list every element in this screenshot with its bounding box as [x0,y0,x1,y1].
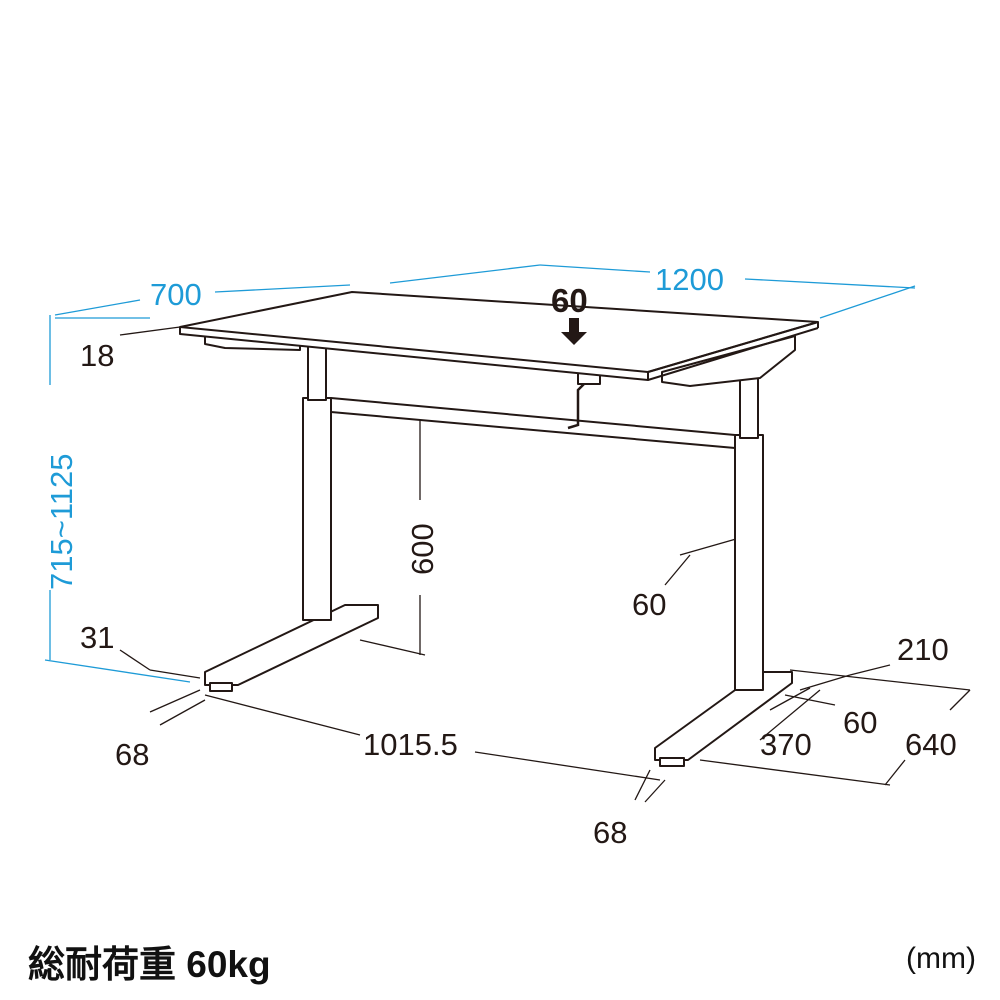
depth-label: 700 [150,277,202,312]
desk-frame [179,291,819,767]
crossbar-height-label: 600 [405,523,440,575]
load-point-label: 60 [551,282,588,319]
blue-dimension-lines [44,264,916,683]
right-leg-upper [739,377,759,439]
height-range-label: 715~1125 [44,454,79,591]
width-label: 1200 [655,262,724,297]
load-arrow-icon [561,318,587,345]
left-leg-lower [302,397,332,621]
foot-depth-label: 640 [905,727,957,762]
total-load-capacity: 総耐荷重 60kg [28,944,271,985]
foot-width-right-label: 68 [593,815,627,850]
unit-label: (mm) [906,942,976,975]
foot-back-label: 210 [897,632,949,667]
leg-width-label: 60 [632,587,666,622]
foot-width-left-label: 68 [115,737,149,772]
dimension-lines [119,326,971,803]
foot-mid-label: 370 [760,727,812,762]
right-leg-lower [734,434,764,691]
foot-front-label: 60 [843,705,877,740]
left-leg-upper [307,344,327,401]
top-thickness-label: 18 [80,338,114,373]
crossbar [330,397,736,449]
foot-span-label: 1015.5 [363,727,458,762]
left-foot [204,604,379,686]
foot-height-label: 31 [80,620,114,655]
